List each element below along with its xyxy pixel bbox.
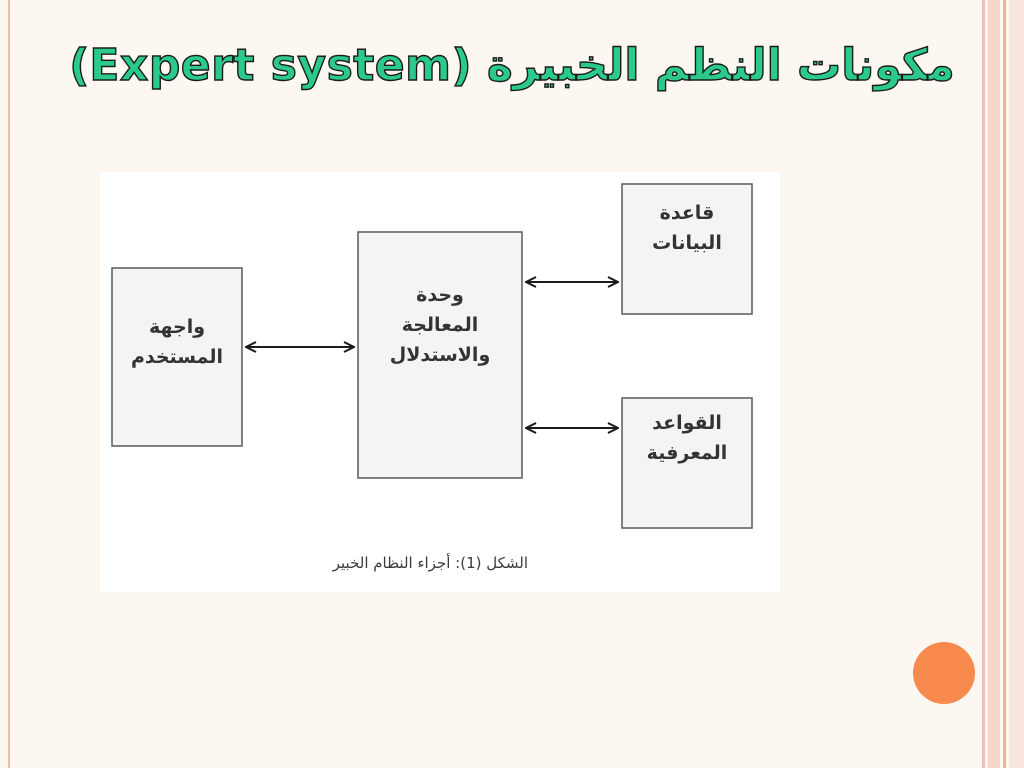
right-border-stripe — [1009, 0, 1024, 768]
expert-system-diagram: واجهة المستخدم وحدة المعالجة والاستدلال … — [100, 172, 780, 592]
orange-circle-decoration — [913, 642, 975, 704]
knowledge-rules-box — [621, 397, 753, 529]
knowledge-rules-label: القواعد المعرفية — [646, 412, 728, 464]
right-border-stripe — [982, 0, 985, 768]
processing-unit-label: وحدة المعالجة والاستدلال — [389, 284, 491, 366]
user-interface-label: واجهة المستخدم — [130, 316, 224, 368]
right-border-stripe — [988, 0, 1000, 768]
user-interface-box — [111, 267, 243, 447]
processing-unit-box — [357, 231, 523, 479]
right-border-stripe — [1003, 0, 1006, 768]
database-box — [621, 183, 753, 315]
figure-caption: الشكل (1): أجزاء النظام الخبير — [332, 554, 528, 572]
diagram-canvas — [111, 183, 753, 529]
database-label: قاعدة البيانات — [652, 202, 722, 254]
slide-title: مكونات النظم الخبيرة (Expert system) — [69, 39, 955, 91]
left-border-line — [8, 0, 10, 768]
